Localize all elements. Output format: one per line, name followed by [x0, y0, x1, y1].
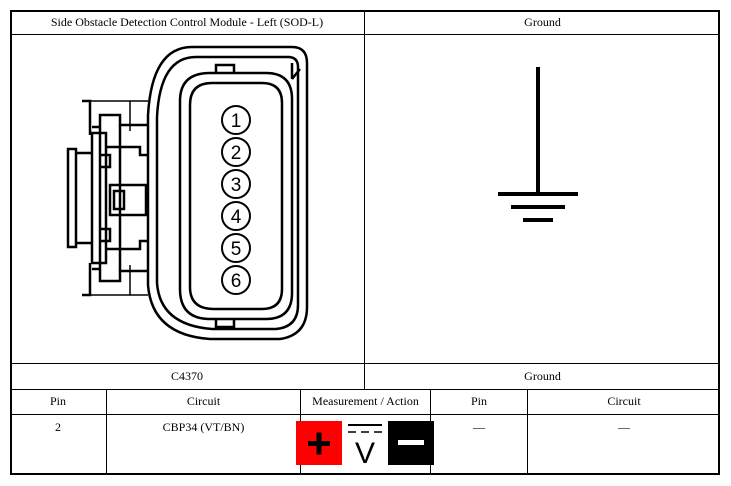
connector-id: C4370 — [170, 369, 203, 383]
pin-circle — [221, 137, 251, 167]
pin-4: 4 — [221, 201, 251, 231]
table-divider — [10, 389, 720, 390]
col-divider-4 — [527, 389, 528, 475]
pin-circle — [221, 265, 251, 295]
pin-6: 6 — [221, 265, 251, 295]
pin-label: 1 — [231, 111, 242, 132]
negative-lead-icon — [388, 421, 434, 465]
col-header-pin-2: Pin — [470, 394, 487, 408]
pin-5: 5 — [221, 233, 251, 263]
pin-3: 3 — [221, 169, 251, 199]
col-header-pin: Pin — [49, 394, 66, 408]
connector-diagram: 1 2 3 4 5 6 — [66, 45, 309, 341]
pin-label: 4 — [231, 207, 242, 228]
pin-label: 6 — [231, 271, 242, 292]
header-divider — [10, 34, 720, 35]
connector-title: Side Obstacle Detection Control Module -… — [50, 15, 324, 29]
ground-symbol-icon — [498, 67, 578, 222]
pin-1: 1 — [221, 105, 251, 135]
center-divider — [364, 10, 365, 390]
outer-frame — [10, 10, 720, 475]
positive-lead-icon — [296, 421, 342, 465]
svg-text:V: V — [355, 437, 375, 465]
row-divider — [10, 414, 720, 415]
pin-label: 5 — [231, 239, 242, 260]
ground-title: Ground — [524, 15, 561, 29]
col-header-circuit-2: Circuit — [607, 394, 641, 408]
col-header-circuit: Circuit — [186, 394, 221, 408]
pin-circle — [221, 105, 251, 135]
caption-divider — [10, 363, 720, 364]
row-pin: 2 — [55, 420, 61, 434]
pin-2: 2 — [221, 137, 251, 167]
pin-circle — [221, 169, 251, 199]
pin-circle — [221, 201, 251, 231]
dc-voltage-icon: V — [348, 424, 382, 465]
col-divider-1 — [106, 389, 107, 475]
pin-label: 3 — [231, 175, 242, 196]
col-header-measurement: Measurement / Action — [312, 394, 419, 408]
pin-circle — [221, 233, 251, 263]
row-circuit: CBP34 (VT/BN) — [162, 420, 245, 434]
row-pin-2: — — [473, 420, 485, 434]
pin-label: 2 — [231, 143, 242, 164]
ground-caption: Ground — [524, 369, 561, 383]
row-circuit-2: — — [618, 420, 630, 434]
